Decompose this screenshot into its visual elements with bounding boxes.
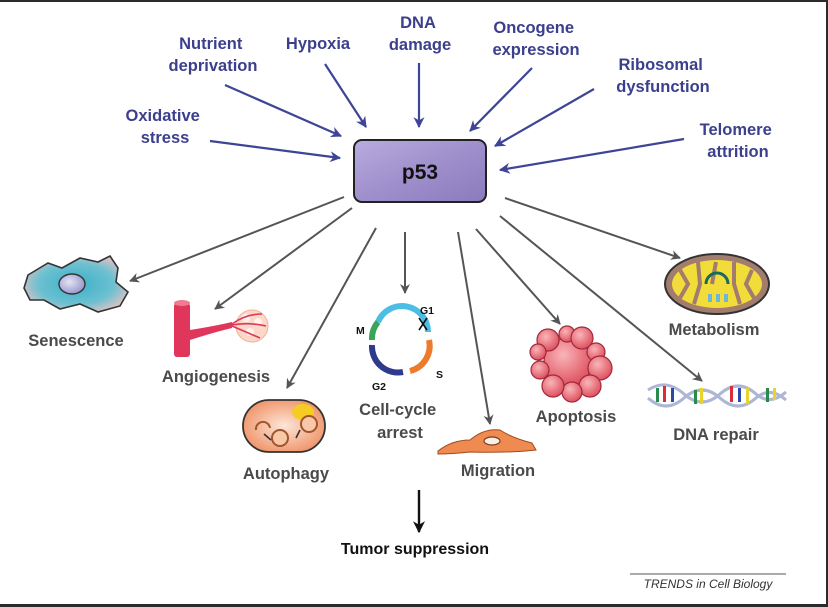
stimulus-nutrient-deprivation: Nutrient deprivation: [169, 35, 258, 75]
outcome-metabolism: Metabolism: [669, 321, 760, 339]
frame-bottom-border: [0, 604, 828, 607]
p53-node: p53: [353, 139, 487, 203]
arrow-telomere-attrition: [498, 137, 685, 174]
stimulus-hypoxia: Hypoxia: [286, 35, 351, 53]
final-outcome-label: Tumor suppression: [341, 541, 489, 558]
stimulus-oncogene-expression: Oncogene expression: [492, 19, 579, 59]
outcome-apoptosis: Apoptosis: [536, 408, 617, 426]
outcome-cell-cycle-arrest: Cell-cycle arrest: [359, 401, 441, 442]
stimulus-oxidative-stress: Oxidative stress: [126, 107, 205, 147]
phase-g1: G1: [420, 305, 434, 317]
p53-label: p53: [402, 161, 438, 184]
senescence-cell-icon: [23, 254, 130, 313]
stimulus-ribosomal-dysfunction: Ribosomal dysfunction: [616, 56, 710, 96]
arrow-metabolism: [504, 197, 681, 260]
arrow-apoptosis: [475, 228, 561, 325]
phase-s: S: [436, 369, 443, 381]
outcome-arrows: [129, 196, 703, 425]
arrow-oxidative-stress: [209, 139, 342, 163]
frame-right-border: [826, 0, 828, 607]
frame-top-border: [0, 0, 828, 2]
arrow-nutrient-deprivation: [224, 83, 343, 138]
angiogenesis-vessel-icon: [174, 300, 269, 357]
outcome-migration: Migration: [461, 462, 535, 480]
autophagy-cell-icon: [242, 399, 326, 453]
arrow-angiogenesis: [214, 207, 353, 310]
arrow-senescence: [129, 196, 345, 283]
stimulus-telomere-attrition: Telomere attrition: [700, 121, 777, 161]
arrow-dna-repair: [499, 215, 703, 382]
migration-cell-icon: [437, 429, 537, 455]
outcome-senescence: Senescence: [28, 332, 123, 350]
outcome-autophagy: Autophagy: [243, 465, 330, 483]
phase-m: M: [356, 325, 365, 337]
cell-cycle-icon: G1 S G2 M: [356, 303, 443, 393]
source-credit: TRENDS in Cell Biology: [644, 577, 774, 591]
outcome-dna-repair: DNA repair: [673, 426, 759, 444]
apoptosis-cell-icon: [529, 325, 613, 403]
stimulus-arrows: [209, 63, 685, 174]
arrow-ribosomal-dysfunction: [494, 88, 595, 147]
arrow-migration: [457, 231, 494, 425]
outcome-angiogenesis: Angiogenesis: [162, 368, 270, 386]
arrow-autophagy: [286, 227, 377, 389]
metabolism-mitochondrion-icon: [664, 253, 770, 315]
arrow-oncogene-expression: [469, 67, 533, 132]
dna-repair-helix-icon: [647, 383, 787, 408]
phase-g2: G2: [372, 381, 386, 393]
arrow-hypoxia: [324, 63, 367, 128]
stimulus-dna-damage: DNA damage: [389, 14, 451, 54]
